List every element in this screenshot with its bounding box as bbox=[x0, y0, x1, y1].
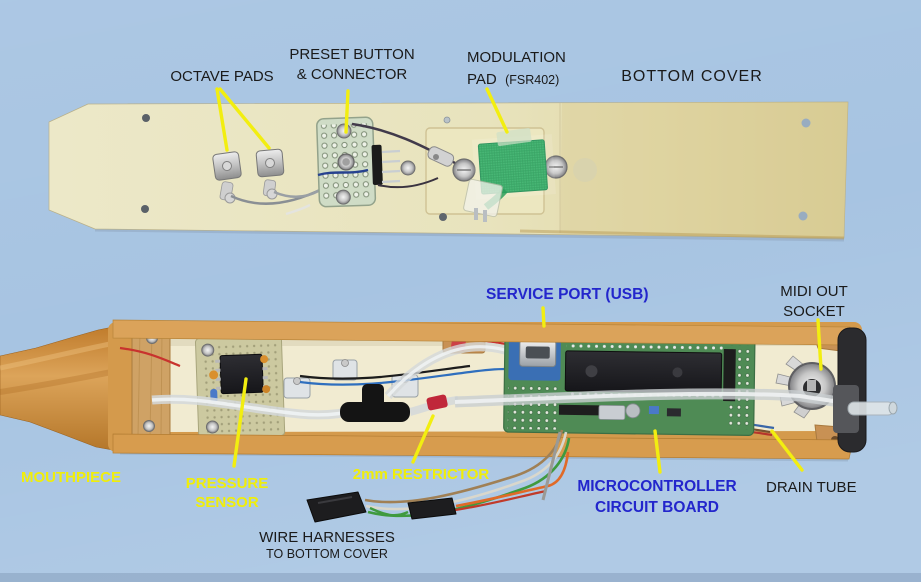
cover-rolled-edge bbox=[519, 229, 845, 240]
component bbox=[648, 406, 660, 415]
tape bbox=[496, 127, 532, 147]
pointer-preset-button bbox=[344, 89, 350, 134]
tube-clamp bbox=[833, 385, 859, 433]
bottom-cover-label: BOTTOM COVER bbox=[621, 68, 763, 85]
mouthpiece-label: MOUTHPIECE bbox=[21, 469, 122, 486]
header-pins bbox=[723, 349, 736, 402]
connector-fold bbox=[317, 496, 353, 504]
pointer-octave-pad-2 bbox=[218, 87, 271, 150]
preset-wire-blue bbox=[317, 168, 369, 177]
ic-socket-row bbox=[566, 342, 723, 352]
service-port-label: SERVICE PORT (USB) bbox=[486, 286, 649, 303]
pressure-sensor-chip bbox=[219, 353, 264, 395]
wood-grain bbox=[137, 327, 163, 439]
pointer-service-port bbox=[541, 306, 546, 328]
wire-harnesses-label: WIRE HARNESSES TO BOTTOM COVER bbox=[259, 529, 395, 561]
body-bottom-rail bbox=[112, 433, 854, 460]
cover-hole bbox=[801, 118, 811, 128]
metal-lug bbox=[427, 146, 455, 167]
cover-hole bbox=[142, 114, 150, 122]
header-strip bbox=[558, 404, 600, 416]
chip-dimple bbox=[585, 365, 598, 378]
modulation-pad-fsr bbox=[463, 127, 556, 222]
preset-button-label: PRESET BUTTON & CONNECTOR bbox=[289, 46, 415, 83]
chip-dimple bbox=[672, 367, 683, 378]
fsr-connector bbox=[463, 178, 503, 218]
octave-pads-label: OCTAVE PADS bbox=[157, 67, 287, 87]
mouthpiece-shade bbox=[0, 369, 113, 395]
drain-tube-exit bbox=[847, 401, 895, 416]
pointer-modulation-pad bbox=[485, 87, 509, 134]
microcontroller-label: MICROCONTROLLER CIRCUIT BOARD bbox=[577, 478, 737, 516]
board-screw bbox=[201, 343, 215, 357]
fsr-pin bbox=[474, 208, 478, 220]
board-screw bbox=[205, 420, 219, 434]
instrument-body bbox=[0, 319, 898, 462]
lug-hole bbox=[433, 154, 439, 160]
preset-wire-dark bbox=[377, 177, 439, 189]
component bbox=[666, 408, 681, 417]
drain-tube-label: DRAIN TUBE bbox=[766, 479, 857, 496]
cover-screw bbox=[400, 160, 416, 176]
cover-hole bbox=[798, 211, 808, 221]
cover-worn-spot bbox=[573, 158, 597, 182]
regulator bbox=[598, 404, 626, 421]
board-screw bbox=[336, 123, 352, 139]
cover-hole bbox=[141, 205, 149, 213]
drain-tube-highlight bbox=[454, 391, 847, 405]
pad-wire-white bbox=[285, 203, 311, 216]
t-connector bbox=[340, 384, 410, 422]
pointer-lines bbox=[215, 87, 823, 474]
microcontroller-board bbox=[503, 333, 756, 437]
cover-shadow bbox=[94, 228, 845, 242]
capacitor bbox=[260, 355, 269, 364]
cover-hole bbox=[443, 116, 451, 124]
preset-button-center bbox=[342, 158, 350, 166]
harness-wires bbox=[364, 429, 571, 518]
usb-slot bbox=[525, 346, 550, 359]
restrictor-band bbox=[426, 394, 448, 411]
restrictor-label: 2mm RESTRICTOR bbox=[352, 466, 490, 483]
cover-hole bbox=[439, 213, 447, 221]
capacitor bbox=[262, 385, 271, 394]
pointer-midi-out bbox=[816, 318, 823, 371]
block-screw bbox=[143, 420, 155, 432]
octave-pad bbox=[212, 151, 242, 181]
capacitor bbox=[625, 403, 641, 419]
octave-pads-label-text: OCTAVE PADS bbox=[170, 68, 274, 85]
preset-connector bbox=[371, 144, 383, 185]
mouthpiece-highlight bbox=[0, 341, 111, 371]
pointer-restrictor bbox=[411, 414, 435, 464]
fsr-pin bbox=[483, 210, 487, 222]
cover-right-shade bbox=[560, 102, 848, 238]
wire-harnesses bbox=[306, 429, 571, 523]
drain-tube-end bbox=[888, 401, 898, 415]
pointer-octave-pad-1 bbox=[215, 87, 229, 152]
pointer-drain-tube bbox=[770, 429, 804, 472]
preset-board bbox=[316, 116, 383, 208]
midi-out-socket-label: MIDI OUT SOCKET bbox=[780, 283, 848, 320]
octave-pad bbox=[255, 148, 285, 178]
octave-pads bbox=[212, 148, 331, 216]
pressure-sensor-label: PRESSURE SENSOR bbox=[185, 475, 269, 511]
pointer-pressure-sensor bbox=[232, 377, 248, 468]
board-screw bbox=[335, 189, 351, 205]
connector-pins bbox=[381, 149, 401, 184]
pointer-microcontroller bbox=[653, 429, 662, 474]
solder-blob bbox=[266, 188, 278, 200]
bottom-cover-plate bbox=[48, 101, 849, 242]
background-bottom-shade bbox=[0, 573, 921, 582]
harness-connector bbox=[407, 497, 457, 520]
capacitor bbox=[209, 370, 219, 380]
harness-connector bbox=[306, 491, 367, 523]
modulation-pad-label: MODULATION PAD (FSR402) bbox=[467, 49, 566, 88]
